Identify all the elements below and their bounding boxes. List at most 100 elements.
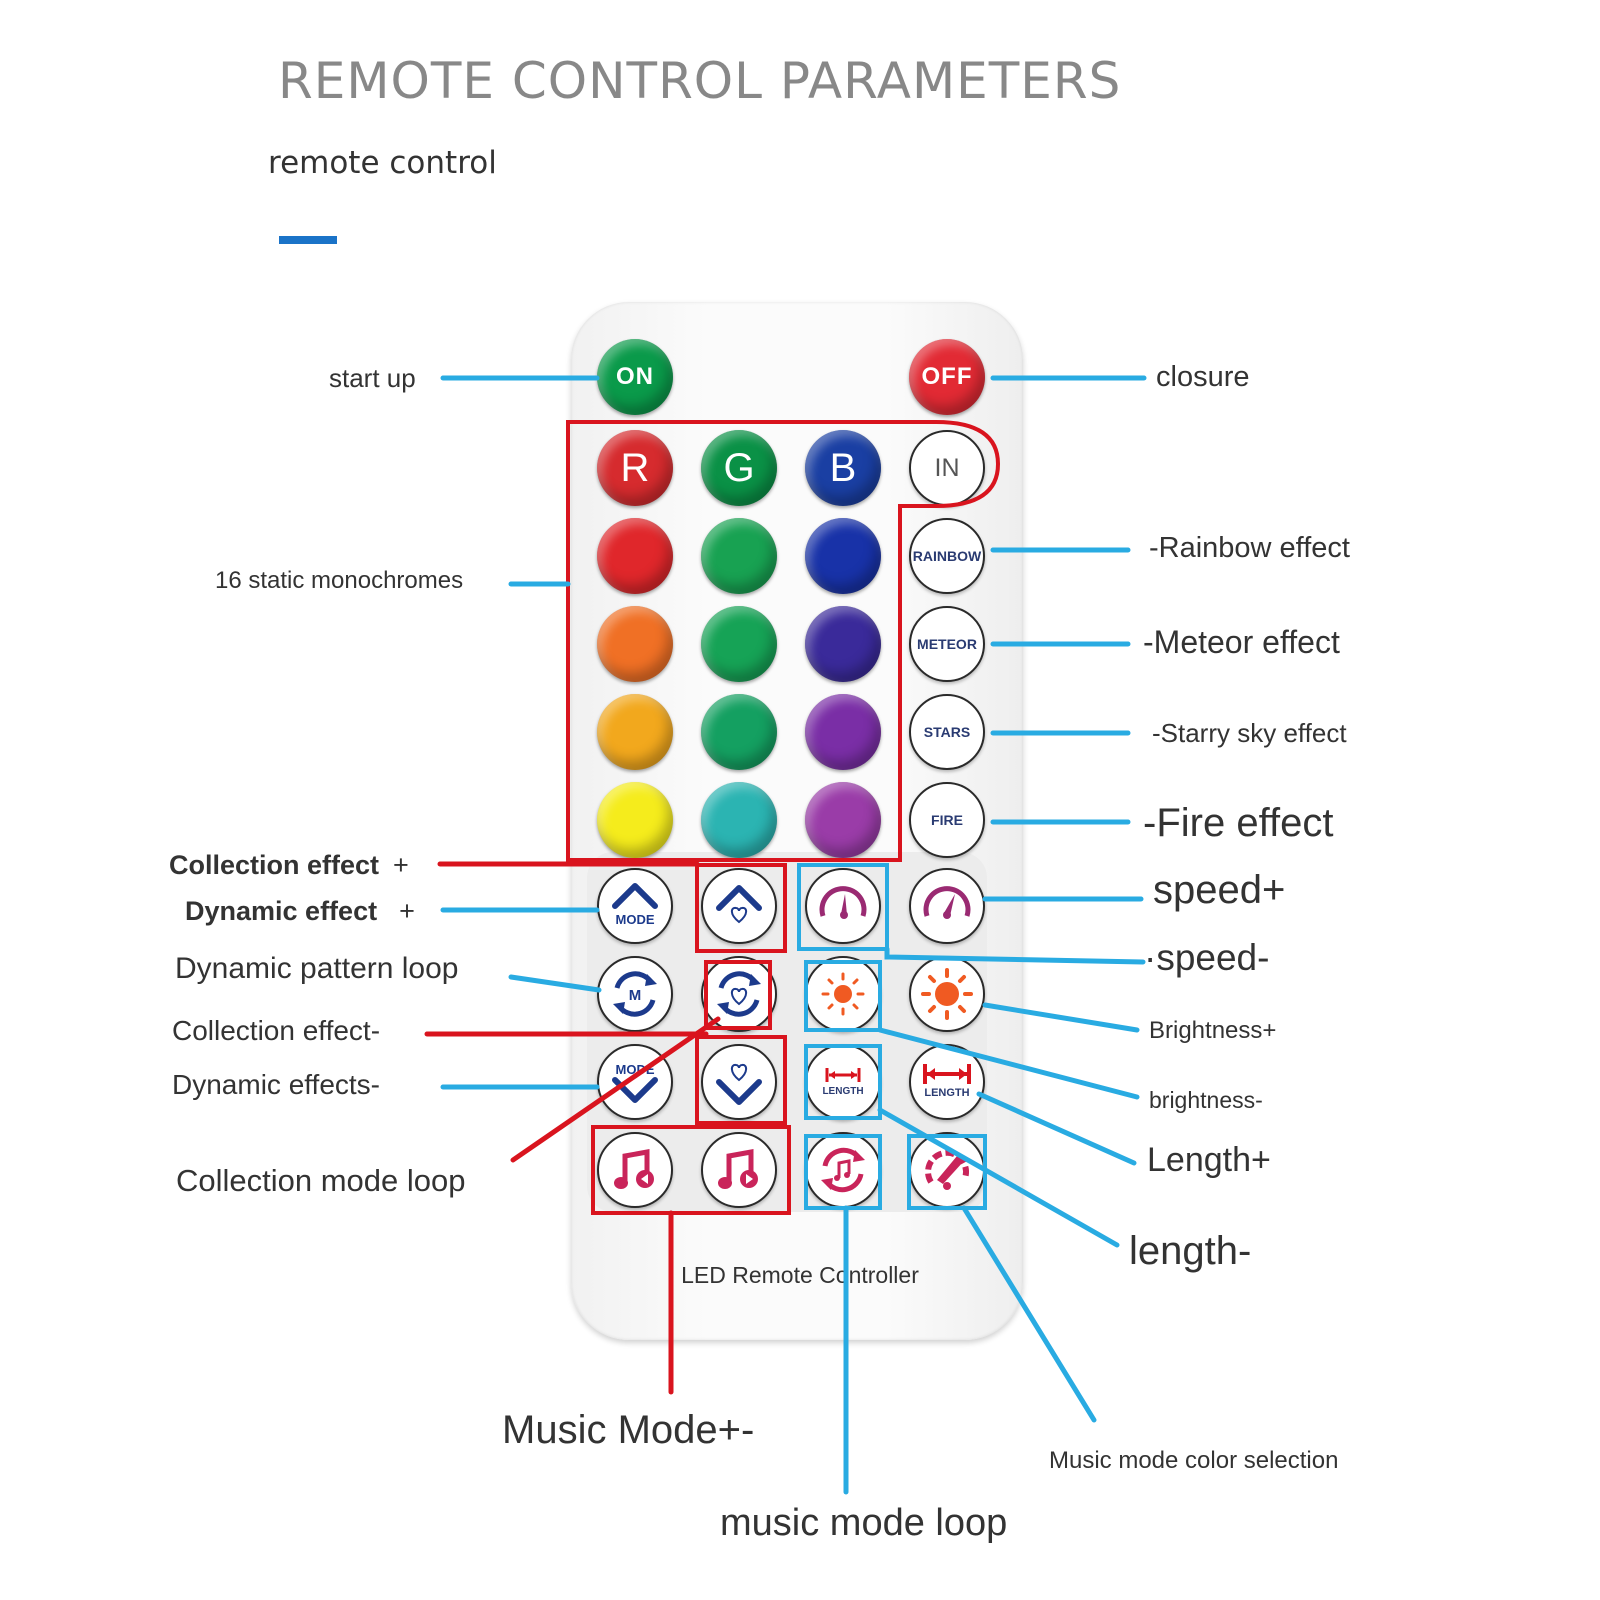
annotation-static-monochromes: 16 static monochromes: [215, 567, 464, 594]
brightness-minus-button[interactable]: [805, 956, 881, 1032]
music-mode-minus-button[interactable]: [597, 1132, 673, 1208]
collection-plus-text: Collection effect: [169, 850, 380, 880]
speed-outline: [797, 863, 889, 951]
on-button[interactable]: ON: [597, 339, 673, 415]
dynamic-pattern-loop-button[interactable]: M: [597, 956, 673, 1032]
color-button[interactable]: [805, 606, 881, 682]
annotation-rainbow: -Rainbow effect: [1149, 532, 1350, 564]
collection-minus-outline: [695, 1035, 787, 1125]
annotation-speed-plus: speed+: [1153, 868, 1286, 912]
collection-effect-plus-button[interactable]: [701, 868, 777, 944]
collection-effect-minus-button[interactable]: [701, 1044, 777, 1120]
green-button[interactable]: G: [701, 430, 777, 506]
annotation-length-minus: length-: [1129, 1229, 1252, 1273]
music-mode-outline: [591, 1125, 791, 1215]
brightness-minus-outline: [804, 960, 882, 1032]
annotation-music-loop: music mode loop: [720, 1502, 1008, 1544]
in-button[interactable]: IN: [909, 430, 985, 506]
color-button[interactable]: [597, 518, 673, 594]
rainbow-button[interactable]: RAINBOW: [909, 518, 985, 594]
on-label: ON: [616, 363, 654, 390]
music-note-back-icon: [614, 1149, 654, 1189]
annotation-collection-plus: Collection effect +: [169, 850, 409, 881]
annotation-closure: closure: [1156, 361, 1250, 393]
color-button[interactable]: [597, 694, 673, 770]
rainbow-label: RAINBOW: [912, 548, 982, 564]
dynamic-effect-minus-button[interactable]: MODE: [597, 1044, 673, 1120]
annotation-collection-loop: Collection mode loop: [176, 1163, 466, 1198]
loop-m-icon: M: [613, 971, 657, 1017]
chevron-up-icon: MODE: [612, 883, 658, 927]
music-mode-plus-button[interactable]: [701, 1132, 777, 1208]
color-button[interactable]: [805, 694, 881, 770]
meteor-label: METEOR: [917, 636, 977, 652]
fire-label: FIRE: [931, 812, 963, 828]
collection-plus-outline: [695, 863, 787, 953]
page-subtitle: remote control: [268, 145, 497, 181]
page-title: REMOTE CONTROL PARAMETERS: [278, 52, 1122, 110]
palette-icon: [925, 1149, 970, 1190]
svg-text:MODE: MODE: [616, 912, 655, 927]
annotation-collection-minus: Collection effect-: [172, 1015, 381, 1046]
length-icon: LENGTH: [923, 1064, 971, 1099]
r-label: R: [620, 445, 650, 490]
color-button[interactable]: [701, 694, 777, 770]
stars-button[interactable]: STARS: [909, 694, 985, 770]
dynamic-effect-plus-button[interactable]: MODE: [597, 868, 673, 944]
length-minus-button[interactable]: LENGTH: [805, 1044, 881, 1120]
length-plus-button[interactable]: LENGTH: [909, 1044, 985, 1120]
annotation-dynamic-plus: Dynamic effect +: [185, 896, 415, 927]
heart-up-icon: [716, 885, 762, 924]
music-loop-icon: [821, 1147, 865, 1193]
annotation-length-plus: Length+: [1147, 1141, 1271, 1179]
static-colors-outline: [566, 420, 1001, 862]
annotation-start-up: start up: [329, 363, 416, 393]
color-button[interactable]: [805, 518, 881, 594]
sun-small-icon: [821, 972, 865, 1016]
svg-text:MODE: MODE: [616, 1062, 655, 1077]
annotation-music-mode: Music Mode+-: [502, 1408, 755, 1452]
blue-button[interactable]: B: [805, 430, 881, 506]
annotation-fire: -Fire effect: [1143, 801, 1334, 845]
color-button[interactable]: [597, 606, 673, 682]
length-icon: LENGTH: [822, 1068, 864, 1097]
color-button[interactable]: [701, 606, 777, 682]
accent-bar: [279, 236, 337, 244]
music-color-button[interactable]: [909, 1132, 985, 1208]
speed-plus-button[interactable]: [805, 868, 881, 944]
collection-plus-sign: +: [393, 850, 409, 880]
length-minus-outline: [804, 1044, 882, 1120]
annotation-meteor: -Meteor effect: [1143, 624, 1340, 660]
meteor-button[interactable]: METEOR: [909, 606, 985, 682]
off-label: OFF: [921, 363, 973, 390]
annotation-starry-sky: -Starry sky effect: [1152, 718, 1347, 748]
heart-down-icon: [716, 1063, 762, 1105]
annotation-brightness-minus: brightness-: [1149, 1087, 1263, 1113]
annotation-music-color: Music mode color selection: [1049, 1447, 1339, 1474]
g-label: G: [723, 445, 755, 490]
stars-label: STARS: [923, 724, 971, 740]
speedometer-icon: [819, 886, 867, 919]
dynamic-plus-sign: +: [399, 896, 415, 926]
speedometer-icon: [923, 886, 971, 919]
red-button[interactable]: R: [597, 430, 673, 506]
annotation-brightness-plus: Brightness+: [1149, 1017, 1277, 1044]
color-button[interactable]: [701, 518, 777, 594]
sun-large-icon: [921, 968, 973, 1020]
svg-text:M: M: [629, 987, 642, 1004]
speed-minus-button[interactable]: [909, 868, 985, 944]
off-button[interactable]: OFF: [909, 339, 985, 415]
in-label: IN: [934, 453, 960, 482]
annotation-dynamic-minus: Dynamic effects-: [172, 1069, 380, 1100]
svg-text:LENGTH: LENGTH: [822, 1086, 863, 1097]
fire-button[interactable]: FIRE: [909, 782, 985, 858]
annotation-pattern-loop: Dynamic pattern loop: [175, 952, 459, 985]
dynamic-plus-text: Dynamic effect: [185, 896, 378, 926]
collection-loop-outline: [704, 960, 772, 1030]
remote-brand-label: LED Remote Controller: [681, 1262, 919, 1288]
color-button[interactable]: [701, 782, 777, 858]
color-button[interactable]: [597, 782, 673, 858]
loop-heart-icon: [717, 971, 761, 1017]
music-note-forward-icon: [718, 1149, 758, 1189]
color-button[interactable]: [805, 782, 881, 858]
